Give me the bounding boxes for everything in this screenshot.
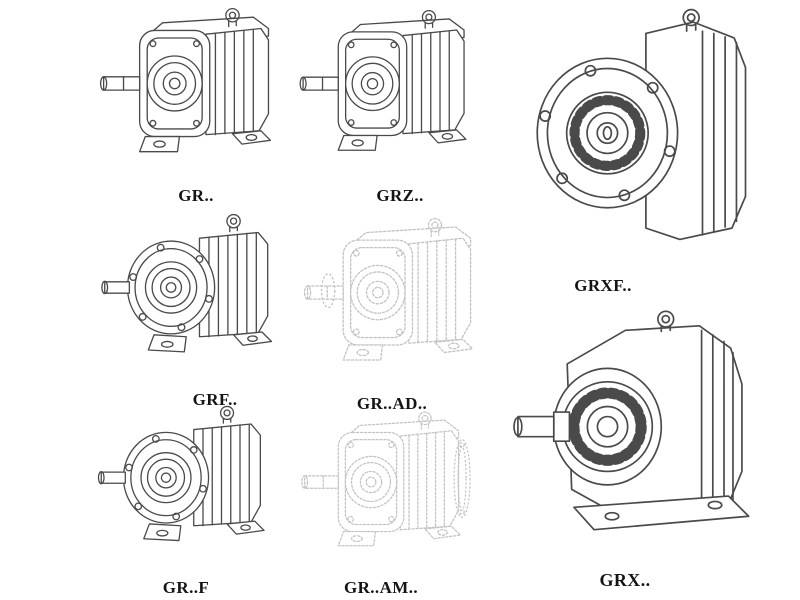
grxf-gearbox-drawing — [505, 4, 780, 270]
grf-gearbox-drawing — [95, 206, 285, 386]
gr-gearbox-drawing — [92, 2, 282, 182]
grf-foot-gearbox-drawing — [92, 398, 277, 574]
grad-gearbox-ghost-drawing — [295, 212, 485, 390]
gram-gearbox-ghost-drawing — [290, 406, 471, 574]
model-label-gr-f: GR..F — [162, 578, 210, 597]
grz-gearbox-drawing — [292, 2, 477, 182]
model-label-grxf: GRXF.. — [574, 276, 632, 295]
model-label-gram: GR..AM.. — [343, 578, 419, 597]
model-label-grx: GRX.. — [599, 570, 651, 590]
grx-gearbox-drawing — [500, 296, 780, 564]
model-label-gr: GR.. — [178, 186, 214, 205]
model-label-grf: GRF.. — [192, 390, 238, 409]
model-label-grad: GR..AD.. — [356, 394, 428, 413]
model-label-grz: GRZ.. — [376, 186, 424, 205]
